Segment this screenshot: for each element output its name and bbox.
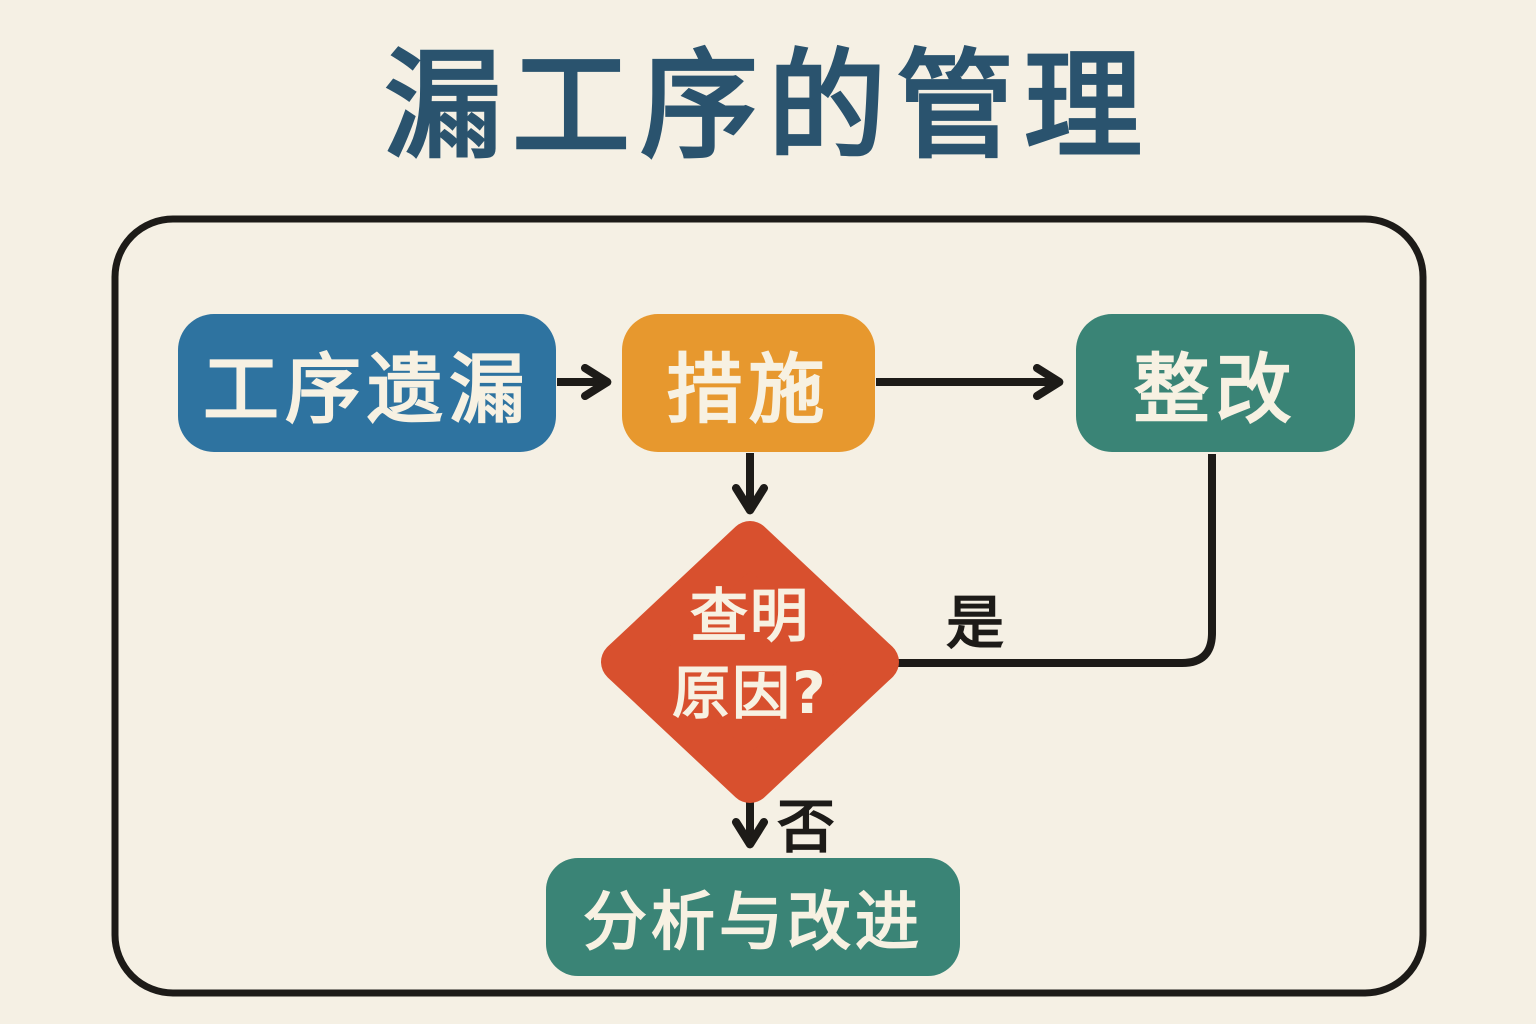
node-analysis-improvement-label: 分析与改进 <box>583 886 923 960</box>
identify-cause-line-2: 原因? <box>672 659 828 728</box>
node-measures: 措施 <box>622 314 875 452</box>
node-process-omission-label: 工序遗漏 <box>203 345 531 434</box>
decision-diamond <box>601 521 899 803</box>
node-rectification: 整改 <box>1076 314 1355 452</box>
page-title: 漏工序的管理 <box>383 37 1152 175</box>
node-rectification-label: 整改 <box>1133 345 1298 434</box>
edge-label-yes: 是 <box>946 589 1005 657</box>
outer-frame <box>111 215 1427 997</box>
node-analysis-improvement: 分析与改进 <box>546 858 960 976</box>
edge-label-no: 否 <box>777 793 836 861</box>
node-measures-label: 措施 <box>666 345 831 434</box>
node-process-omission: 工序遗漏 <box>178 314 556 452</box>
node-identify-cause-label: 查明 原因? <box>600 578 900 732</box>
identify-cause-line-1: 查明 <box>689 582 810 650</box>
edge-cause-yes-to-rectification <box>894 454 1216 667</box>
